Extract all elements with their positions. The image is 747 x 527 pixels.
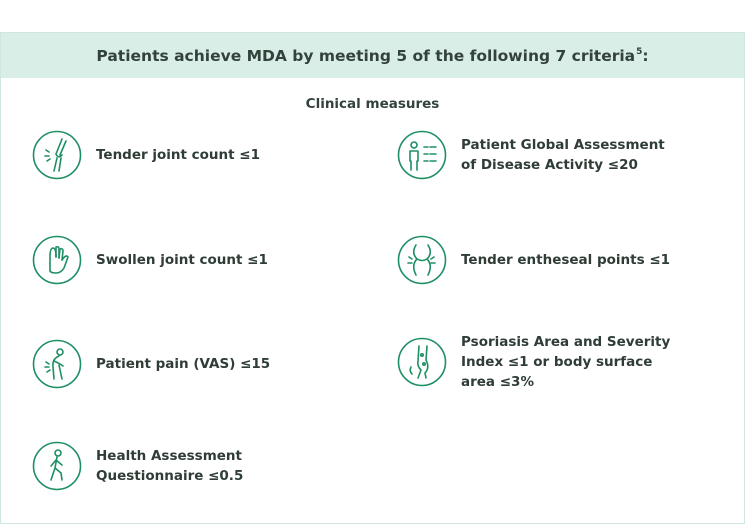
enthesis-joint-icon — [397, 235, 447, 285]
criterion-patient-pain: Patient pain (VAS) ≤15 — [32, 339, 270, 389]
criteria-card: Patients achieve MDA by meeting 5 of the… — [0, 32, 745, 524]
criterion-haq: Health Assessment Questionnaire ≤0.5 — [32, 441, 243, 491]
section-title: Clinical measures — [305, 96, 440, 112]
criterion-label: Tender joint count ≤1 — [96, 147, 261, 163]
criterion-tender-joint-count: Tender joint count ≤1 — [32, 130, 260, 180]
criterion-patient-global-assessment: Patient Global Assessment of Disease Act… — [397, 130, 665, 180]
knee-joint-icon — [32, 130, 82, 180]
leg-skin-icon — [397, 337, 447, 387]
hand-icon — [32, 235, 82, 285]
criterion-swollen-joint-count: Swollen joint count ≤1 — [32, 235, 268, 285]
back-pain-figure-icon — [32, 339, 82, 389]
criterion-pasi-bsa: Psoriasis Area and Severity Index ≤1 or … — [397, 332, 670, 392]
header-title: Patients achieve MDA by meeting 5 of the… — [96, 46, 649, 65]
walking-person-icon — [32, 441, 82, 491]
criterion-label: Tender entheseal points ≤1 — [461, 252, 671, 268]
criterion-label: Patient Global Assessment of Disease Act… — [461, 137, 665, 173]
criterion-label: Psoriasis Area and Severity Index ≤1 or … — [461, 334, 671, 390]
person-checklist-icon — [397, 130, 447, 180]
criterion-tender-entheseal-points: Tender entheseal points ≤1 — [397, 235, 670, 285]
criterion-label: Swollen joint count ≤1 — [96, 252, 268, 268]
footnote-marker: 5 — [636, 47, 643, 58]
criterion-label: Health Assessment Questionnaire ≤0.5 — [96, 448, 244, 484]
header-bar: Patients achieve MDA by meeting 5 of the… — [1, 33, 744, 78]
criterion-label: Patient pain (VAS) ≤15 — [96, 356, 271, 372]
